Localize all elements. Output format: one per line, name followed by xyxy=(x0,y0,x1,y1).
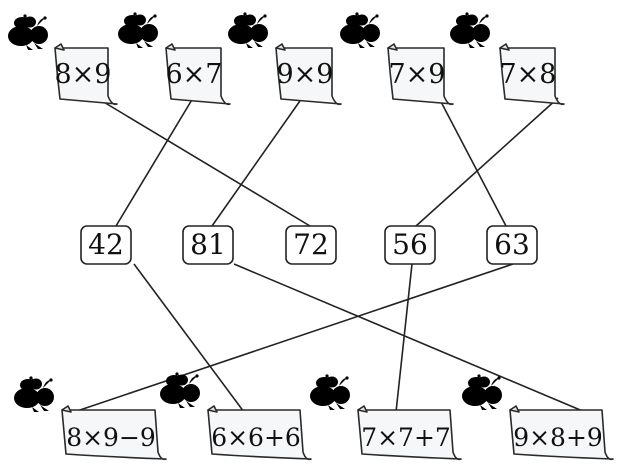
bee-icon xyxy=(450,12,490,48)
number-label: 63 xyxy=(494,228,530,261)
connector-line xyxy=(96,97,311,227)
bottom-card-label: 9×8+9 xyxy=(513,423,603,452)
bee-icon xyxy=(8,14,48,50)
top-card-5[interactable]: 7×8 xyxy=(450,12,565,106)
top-card-label: 8×9 xyxy=(55,59,112,90)
bottom-card-4[interactable]: 9×8+9 xyxy=(462,374,614,461)
connector-line xyxy=(211,97,303,227)
bee-icon xyxy=(228,12,268,48)
number-label: 81 xyxy=(190,228,226,261)
top-card-label: 7×8 xyxy=(500,59,557,90)
top-row: 8×9 6×7 9×9 7×9 xyxy=(8,12,565,106)
connector-line xyxy=(133,263,245,413)
bee-icon xyxy=(160,372,200,408)
top-card-1[interactable]: 8×9 xyxy=(8,14,118,106)
bee-icon xyxy=(310,374,350,410)
connector-line xyxy=(233,263,586,413)
number-box-42[interactable]: 42 xyxy=(80,225,132,265)
connector-lines xyxy=(73,97,586,413)
number-box-81[interactable]: 81 xyxy=(182,225,234,265)
connector-line xyxy=(415,97,559,227)
bee-icon xyxy=(14,376,54,412)
top-card-label: 6×7 xyxy=(166,59,223,90)
top-card-label: 9×9 xyxy=(277,59,334,90)
number-box-72[interactable]: 72 xyxy=(285,225,337,265)
bee-icon xyxy=(340,12,380,48)
connector-line xyxy=(438,97,507,227)
bottom-card-2[interactable]: 6×6+6 xyxy=(160,372,312,461)
bottom-card-label: 7×7+7 xyxy=(361,423,451,452)
connector-line xyxy=(73,263,514,413)
connector-line xyxy=(115,97,194,227)
top-card-4[interactable]: 7×9 xyxy=(340,12,454,106)
connector-line xyxy=(395,263,413,413)
number-box-63[interactable]: 63 xyxy=(486,225,538,265)
number-row: 42 81 72 56 63 xyxy=(80,225,538,265)
top-card-2[interactable]: 6×7 xyxy=(118,12,231,106)
number-label: 56 xyxy=(392,228,428,261)
bottom-row: 8×9−9 6×6+6 7×7+7 9×8+9 xyxy=(14,372,614,461)
bee-icon xyxy=(462,374,502,410)
bottom-card-label: 6×6+6 xyxy=(211,423,301,452)
bottom-card-1[interactable]: 8×9−9 xyxy=(14,376,167,461)
number-label: 42 xyxy=(88,228,124,261)
bee-icon xyxy=(118,12,158,48)
top-card-label: 7×9 xyxy=(389,59,446,90)
top-card-3[interactable]: 9×9 xyxy=(228,12,342,106)
number-box-56[interactable]: 56 xyxy=(384,225,436,265)
bottom-card-label: 8×9−9 xyxy=(66,423,156,452)
bottom-card-3[interactable]: 7×7+7 xyxy=(310,374,462,461)
number-label: 72 xyxy=(293,228,329,261)
